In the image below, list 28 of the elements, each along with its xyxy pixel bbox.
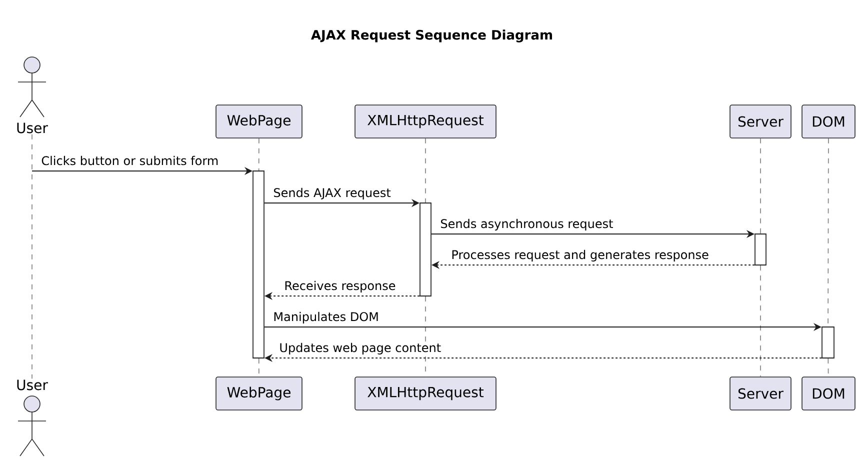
- node-label: User: [17, 122, 48, 134]
- participant-box: DOM: [802, 104, 856, 138]
- activation-bar: [822, 326, 834, 358]
- activation-bar: [252, 170, 264, 358]
- activation-bar: [754, 234, 766, 266]
- message-label: Sends AJAX request: [272, 186, 392, 200]
- actor: User: [17, 56, 48, 134]
- lifeline: [760, 265, 761, 378]
- participant-box: Server: [730, 376, 792, 410]
- participant-box: Server: [730, 104, 792, 138]
- participant-box: XMLHttpRequest: [354, 376, 496, 410]
- lifeline: [425, 138, 426, 203]
- activation-bar: [420, 202, 432, 296]
- node-label: User: [17, 380, 48, 390]
- message-label: Processes request and generates response: [450, 248, 710, 262]
- message-label: Receives response: [283, 280, 397, 294]
- message-label: Clicks button or submits form: [40, 154, 220, 166]
- lifeline: [760, 138, 761, 234]
- title: AJAX Request Sequence Diagram: [311, 30, 552, 42]
- actor: User: [17, 380, 48, 456]
- participant-box: WebPage: [216, 104, 302, 138]
- message-label: Manipulates DOM: [272, 310, 380, 324]
- message-label: Updates web page content: [278, 342, 442, 356]
- participant-box: WebPage: [216, 376, 302, 410]
- participant-box: XMLHttpRequest: [354, 104, 496, 138]
- participant-box: DOM: [802, 376, 856, 410]
- lifeline: [258, 138, 260, 171]
- message-label: Sends asynchronous request: [439, 218, 614, 232]
